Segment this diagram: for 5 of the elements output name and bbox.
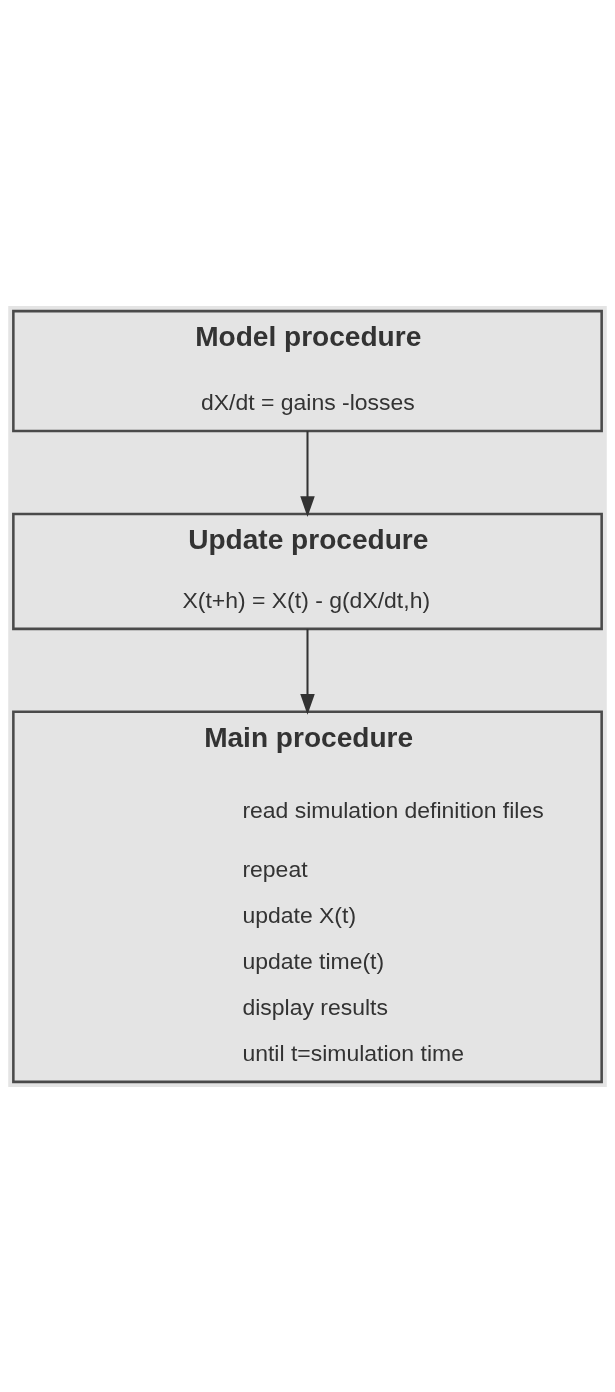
node-box: Main procedure read simulation definition files repeat update X(t) update time(t) display results until t=simulation time (12, 710, 603, 1083)
arrow (300, 430, 315, 517)
arrow (300, 628, 315, 715)
node-box: Update procedure X(t+h) = X(t) - g(dX/dt,h) (12, 512, 603, 630)
node-box: Model procedure dX/dt = gains -losses (12, 309, 603, 432)
